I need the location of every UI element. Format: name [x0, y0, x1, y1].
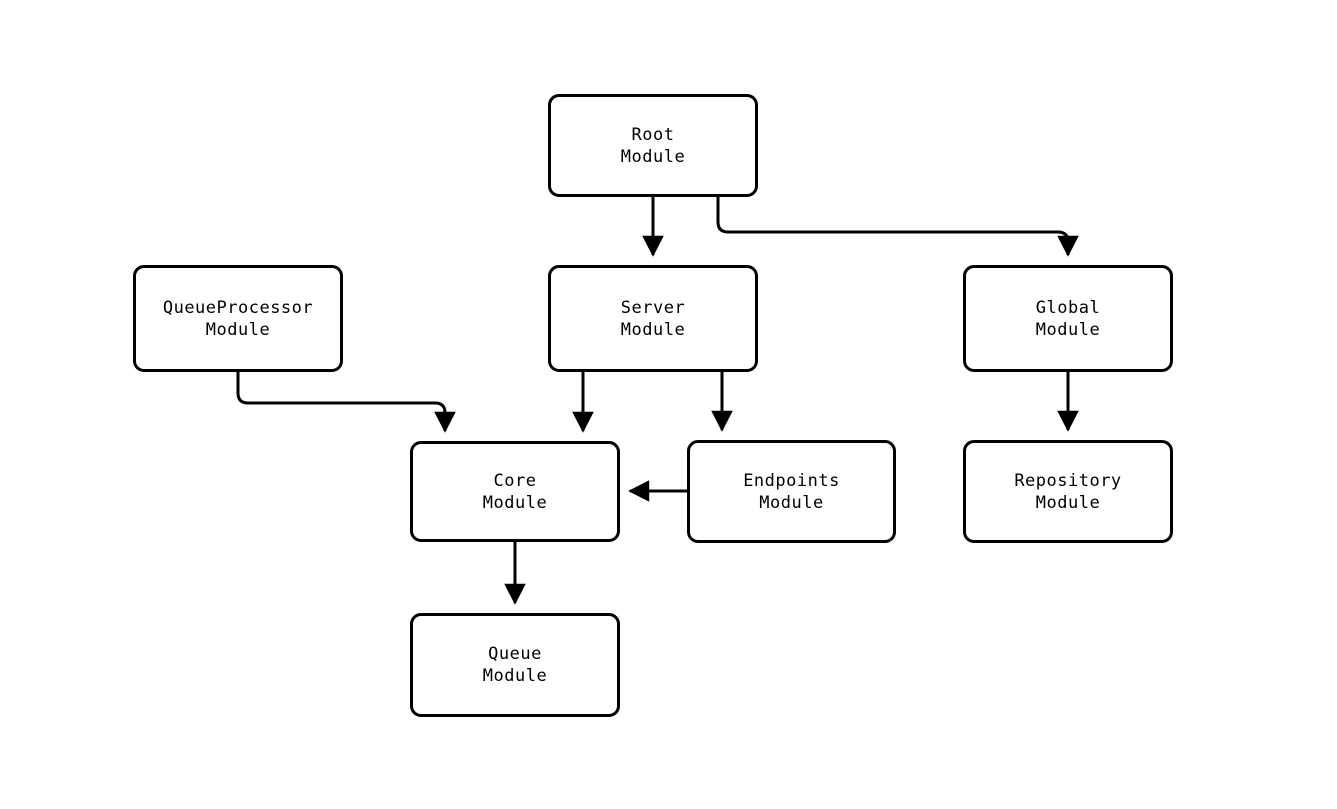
node-queueprocessor-module-name: QueueProcessor — [162, 297, 314, 318]
node-queue-module[interactable]: Queue Module — [410, 613, 620, 717]
node-queue-module-name: Queue — [488, 644, 542, 664]
node-root-module-name: Root — [631, 124, 675, 145]
edge-queueprocessor-to-core — [236, 372, 456, 433]
node-endpoints-module-suffix: Module — [759, 492, 824, 513]
node-endpoints-module[interactable]: Endpoints Module — [687, 440, 896, 543]
node-core-module-name: Core — [493, 470, 537, 491]
node-queueprocessor-module-suffix: Module — [205, 319, 271, 340]
node-repository-module-name: Repository — [1014, 470, 1122, 491]
node-core-module[interactable]: Core Module — [410, 441, 620, 542]
node-queueprocessor-module[interactable]: QueueProcessor Module — [133, 265, 343, 372]
node-repository-module-suffix: Module — [1035, 492, 1101, 513]
node-root-module[interactable]: Root Module — [548, 94, 758, 197]
node-repository-module[interactable]: Repository Module — [963, 440, 1173, 543]
node-queue-module-suffix: Module — [482, 666, 548, 686]
node-global-module[interactable]: Global Module — [963, 265, 1173, 372]
node-endpoints-module-name: Endpoints — [743, 470, 840, 491]
node-server-module-suffix: Module — [620, 319, 686, 340]
node-server-module[interactable]: Server Module — [548, 265, 758, 372]
node-core-module-suffix: Module — [482, 492, 548, 513]
node-global-module-name: Global — [1035, 297, 1101, 318]
node-root-module-suffix: Module — [620, 146, 686, 167]
node-global-module-suffix: Module — [1035, 319, 1101, 340]
edge-root-to-global — [716, 197, 1079, 257]
node-server-module-name: Server — [620, 297, 686, 318]
